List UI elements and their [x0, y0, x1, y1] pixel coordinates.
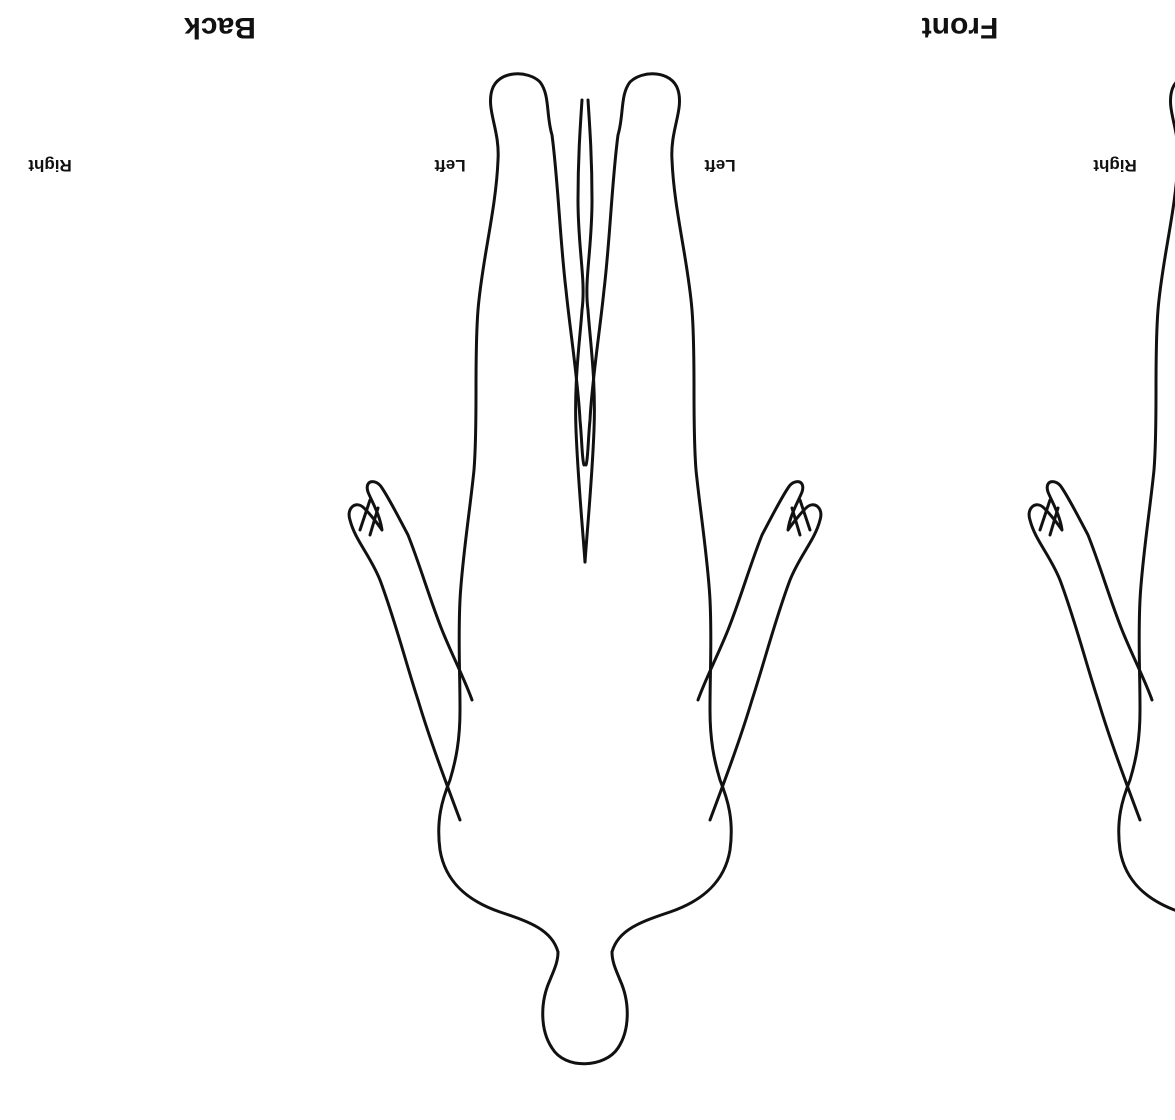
back-title: Back — [184, 11, 256, 44]
back-side-label-right: Right — [28, 156, 72, 175]
front-title: Front — [922, 11, 999, 44]
front-side-label-left: Left — [704, 156, 736, 175]
back-figure — [1029, 74, 1175, 1064]
front-side-label-right: Right — [1093, 156, 1137, 175]
front-figure — [349, 74, 821, 1064]
back-side-label-left: Left — [434, 156, 466, 175]
